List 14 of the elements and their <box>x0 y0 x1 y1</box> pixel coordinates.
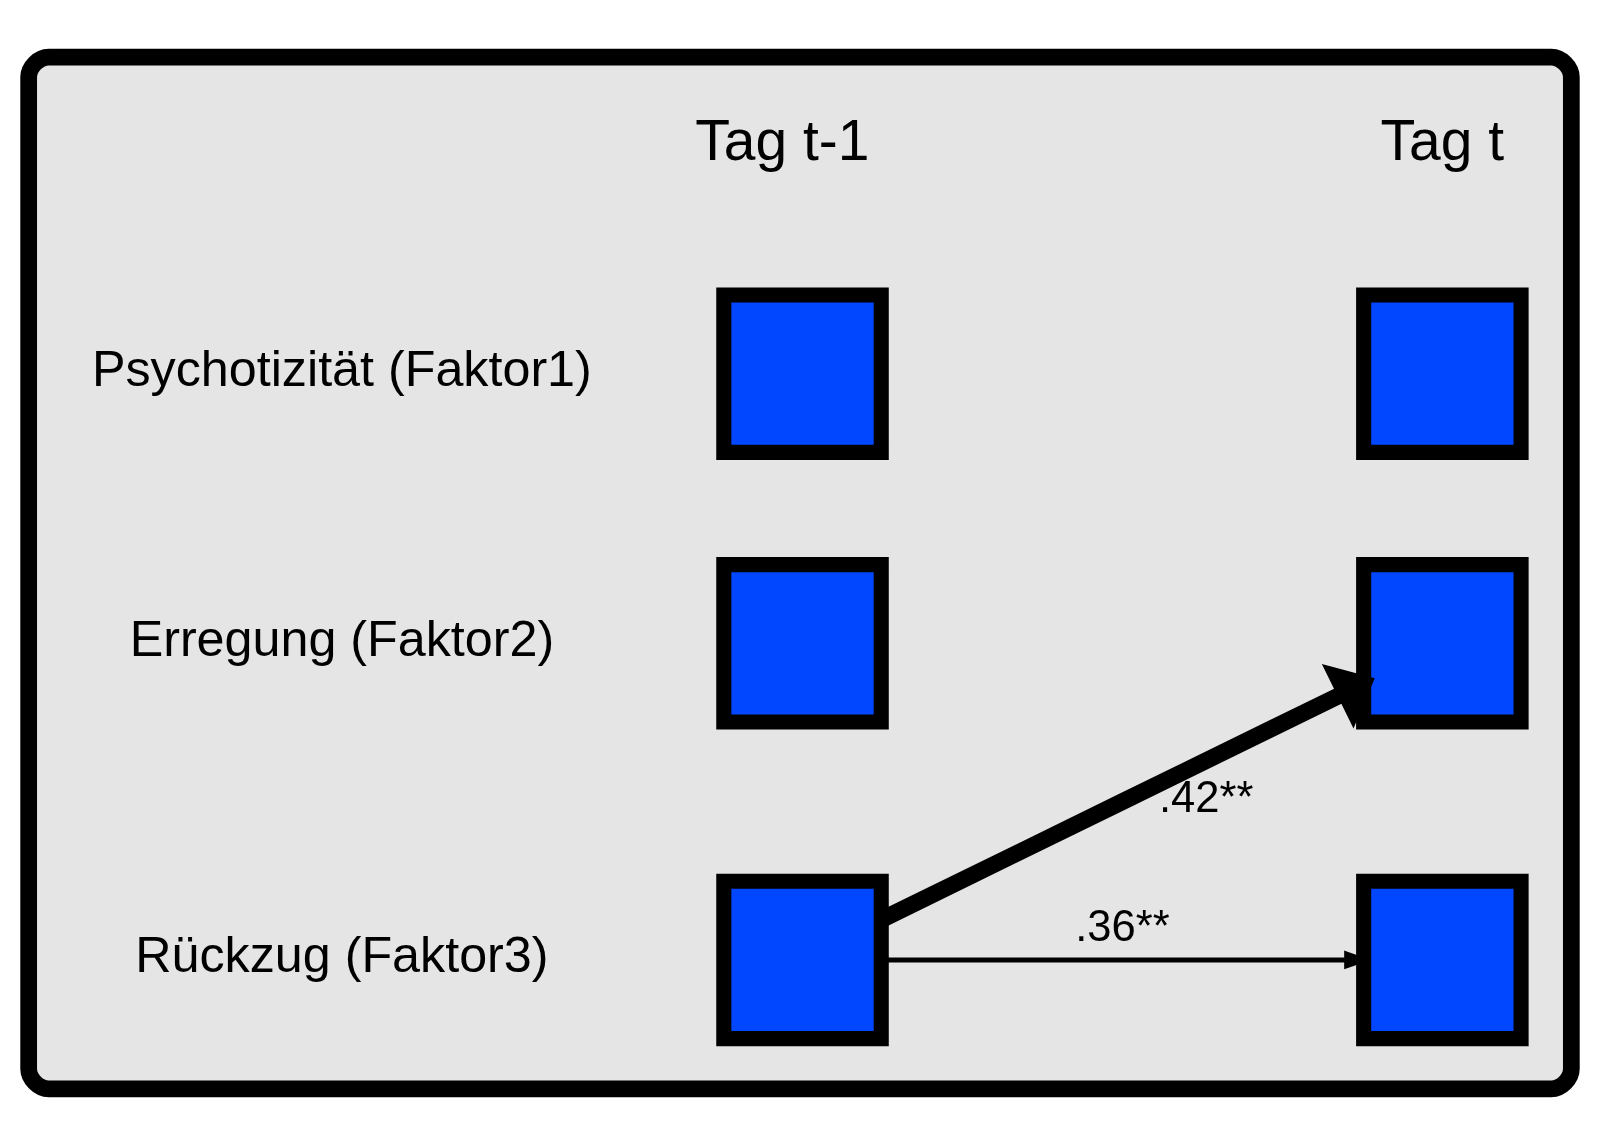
node-label: Rückzug (Faktor3) <box>135 927 549 984</box>
label: Tag t <box>1380 107 1505 172</box>
edge-label: .36** <box>1075 902 1170 951</box>
label: Tag t-1 <box>695 107 870 172</box>
node-box <box>716 873 889 1047</box>
node-box <box>716 287 889 460</box>
node-box <box>1356 873 1529 1047</box>
node-label: Erregung (Faktor2) <box>129 610 555 667</box>
node-box <box>716 557 889 730</box>
edge-label: .42** <box>1158 773 1254 822</box>
node-label: Psychotizität (Faktor1) <box>91 341 592 398</box>
node-box <box>1356 287 1529 460</box>
node-box <box>1356 557 1529 730</box>
cluster <box>20 48 1580 1098</box>
